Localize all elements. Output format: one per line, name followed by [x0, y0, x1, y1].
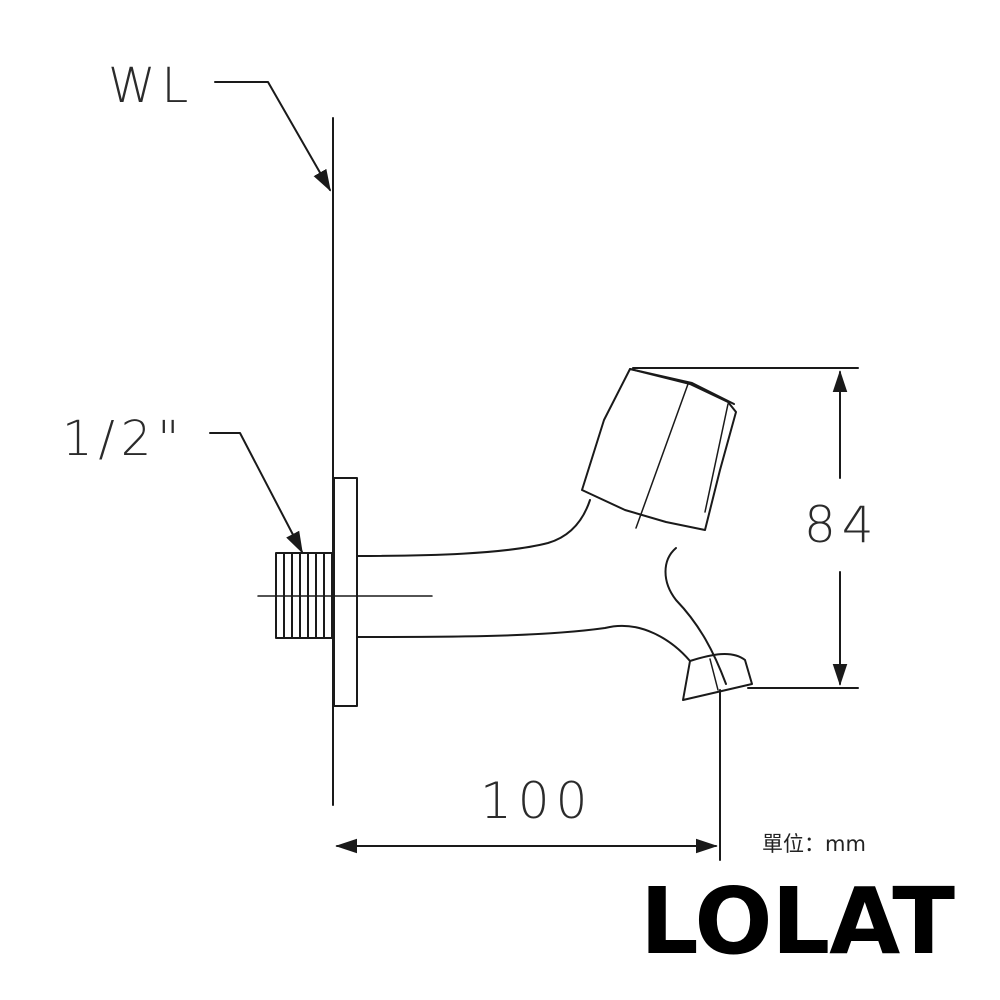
height-dimension-label: 84 — [804, 496, 880, 554]
height-dimension — [632, 367, 859, 689]
thread-size-label: 1/2" — [62, 411, 185, 467]
spout-detail — [709, 658, 719, 691]
brand-logo: LOLAT — [640, 868, 955, 975]
wall-flange — [333, 477, 358, 707]
length-dimension-label: 100 — [480, 772, 593, 830]
wl-leader — [214, 81, 331, 192]
faucet-body — [356, 499, 753, 701]
thread-leader — [209, 432, 303, 554]
length-dimension — [335, 689, 721, 861]
handle-cap — [581, 368, 737, 531]
unit-note: 單位：mm — [762, 832, 866, 856]
wall-line-label: WL — [108, 58, 194, 114]
